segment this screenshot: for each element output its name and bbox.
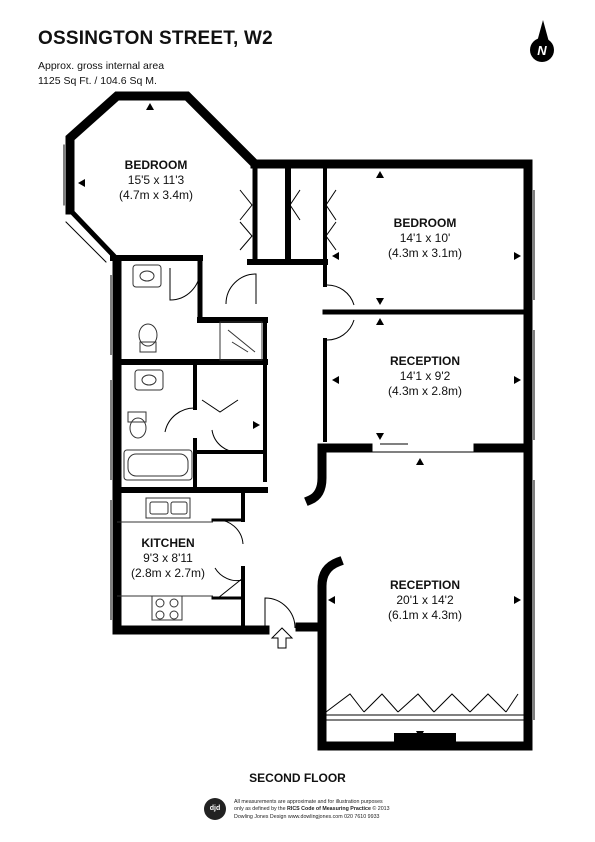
room-size-imperial: 9'3 x 8'11 xyxy=(143,551,193,565)
disclaimer-line-1: All measurements are approximate and for… xyxy=(234,799,383,805)
north-compass-icon: N xyxy=(530,20,554,62)
rics-code: RICS Code of Measuring Practice xyxy=(287,806,371,813)
room-size-metric: (2.8m x 2.7m) xyxy=(130,566,205,580)
disclaimer-prefix: only as defined by the xyxy=(234,806,288,813)
area-value: 1125 Sq Ft. / 104.6 Sq M. xyxy=(38,75,157,87)
room-name: BEDROOM xyxy=(124,158,188,172)
room-size-imperial: 20'1 x 14'2 xyxy=(396,593,454,607)
disclaimer-line-3: Dowling Jones Design www.dowlingjones.co… xyxy=(234,813,380,820)
measure-markers xyxy=(78,103,521,738)
room-bedroom-2: BEDROOM 14'1 x 10' (4.3m x 3.1m) xyxy=(365,216,485,261)
room-kitchen: KITCHEN 9'3 x 8'11 (2.8m x 2.7m) xyxy=(118,536,218,581)
room-size-metric: (4.3m x 2.8m) xyxy=(387,384,462,398)
room-bedroom-1: BEDROOM 15'5 x 11'3 (4.7m x 3.4m) xyxy=(96,158,216,203)
room-size-imperial: 15'5 x 11'3 xyxy=(127,173,185,187)
walls xyxy=(63,91,533,751)
room-size-imperial: 14'1 x 9'2 xyxy=(399,369,451,383)
room-size-metric: (4.3m x 3.1m) xyxy=(387,246,462,260)
doors xyxy=(164,189,519,713)
room-reception-1: RECEPTION 14'1 x 9'2 (4.3m x 2.8m) xyxy=(365,354,485,399)
room-name: RECEPTION xyxy=(389,354,460,368)
room-size-metric: (6.1m x 4.3m) xyxy=(387,608,462,622)
entrance-arrow-icon xyxy=(270,627,294,649)
company-logo: djd xyxy=(204,798,226,820)
room-name: BEDROOM xyxy=(393,216,457,230)
floor-label: SECOND FLOOR xyxy=(249,771,346,785)
disclaimer: All measurements are approximate and for… xyxy=(234,799,390,821)
disclaimer-suffix: © 2013 xyxy=(370,806,390,813)
area-label: Approx. gross internal area xyxy=(38,60,165,72)
fixtures xyxy=(117,264,263,621)
property-title: OSSINGTON STREET, W2 xyxy=(38,28,273,49)
room-reception-2: RECEPTION 20'1 x 14'2 (6.1m x 4.3m) xyxy=(365,578,485,623)
compass-label: N xyxy=(537,43,547,58)
disclaimer-line-2: only as defined by the RICS Code of Meas… xyxy=(234,806,390,813)
room-size-metric: (4.7m x 3.4m) xyxy=(118,188,193,202)
windows xyxy=(110,190,535,721)
room-size-imperial: 14'1 x 10' xyxy=(399,231,451,245)
room-name: RECEPTION xyxy=(389,578,460,592)
room-name: KITCHEN xyxy=(141,536,195,550)
